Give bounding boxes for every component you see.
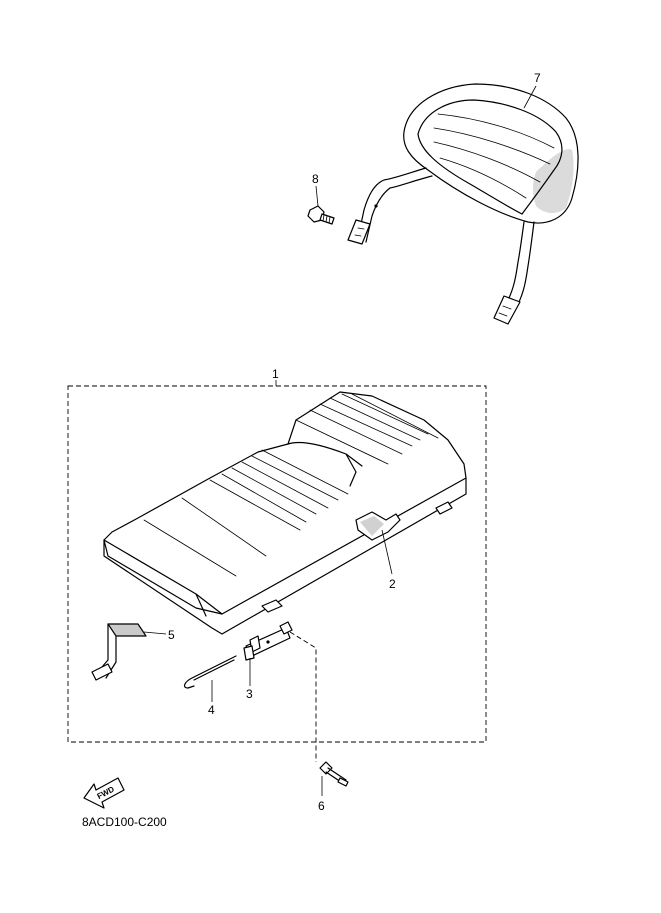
backrest-part-7 (347, 83, 579, 325)
leader-5 (143, 631, 167, 635)
leader-7 (523, 85, 537, 109)
callout-5: 5 (168, 628, 175, 642)
leader-2 (381, 529, 393, 575)
callout-2: 2 (389, 577, 396, 591)
connector-line (289, 631, 317, 762)
fwd-arrow-icon: FWD (83, 777, 125, 809)
callout-6: 6 (318, 799, 325, 813)
callout-4: 4 (208, 703, 215, 717)
bolt-part-8 (307, 205, 335, 225)
callout-7: 7 (534, 71, 541, 85)
leader-8 (315, 185, 319, 207)
callout-1: 1 (272, 367, 279, 381)
latch-part-3 (243, 621, 293, 661)
callout-3: 3 (246, 687, 253, 701)
assembly-boundary (67, 385, 487, 743)
seat-part-1 (103, 391, 467, 635)
callout-8: 8 (312, 172, 319, 186)
diagram-code: 8ACD100-C200 (82, 815, 167, 829)
bracket-part-5 (91, 623, 147, 681)
pin-part-6 (319, 761, 349, 787)
rod-part-4 (183, 655, 237, 689)
